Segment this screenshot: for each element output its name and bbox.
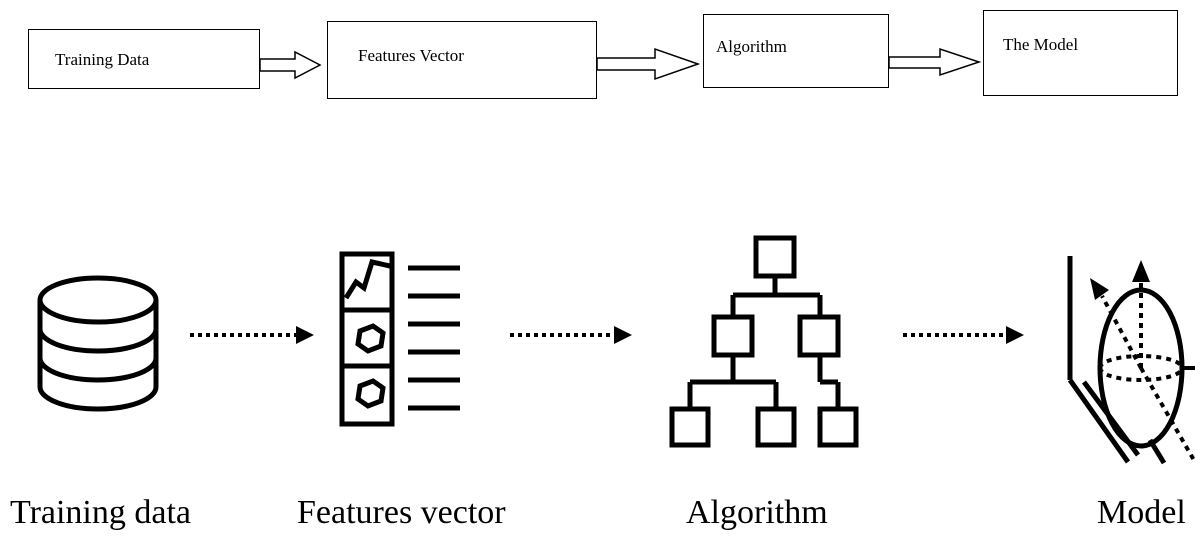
box-training-data: Training Data — [28, 29, 260, 89]
flow-arrow-2 — [596, 47, 701, 81]
caption-features-vector: Features vector — [297, 494, 506, 531]
flow-arrow-1 — [259, 50, 322, 80]
box-algorithm-label: Algorithm — [716, 37, 787, 56]
box-training-data-label: Training Data — [55, 50, 150, 69]
flow-arrow-3 — [888, 47, 982, 77]
caption-model: Model — [1097, 494, 1186, 531]
caption-algorithm: Algorithm — [686, 494, 828, 531]
dotted-arrow-2 — [510, 326, 632, 344]
box-the-model: The Model — [983, 10, 1178, 96]
caption-training-data: Training data — [10, 494, 192, 531]
box-features-vector: Features Vector — [327, 21, 597, 99]
box-algorithm: Algorithm — [703, 14, 889, 88]
dotted-arrow-1 — [190, 326, 314, 344]
box-the-model-label: The Model — [1003, 35, 1079, 54]
features-vector-icon — [339, 251, 460, 427]
model-ellipse-icon — [1067, 256, 1195, 465]
database-icon — [37, 275, 159, 412]
tree-algorithm-icon — [669, 235, 859, 448]
box-features-vector-label: Features Vector — [358, 46, 464, 65]
dotted-arrow-3 — [903, 326, 1024, 344]
